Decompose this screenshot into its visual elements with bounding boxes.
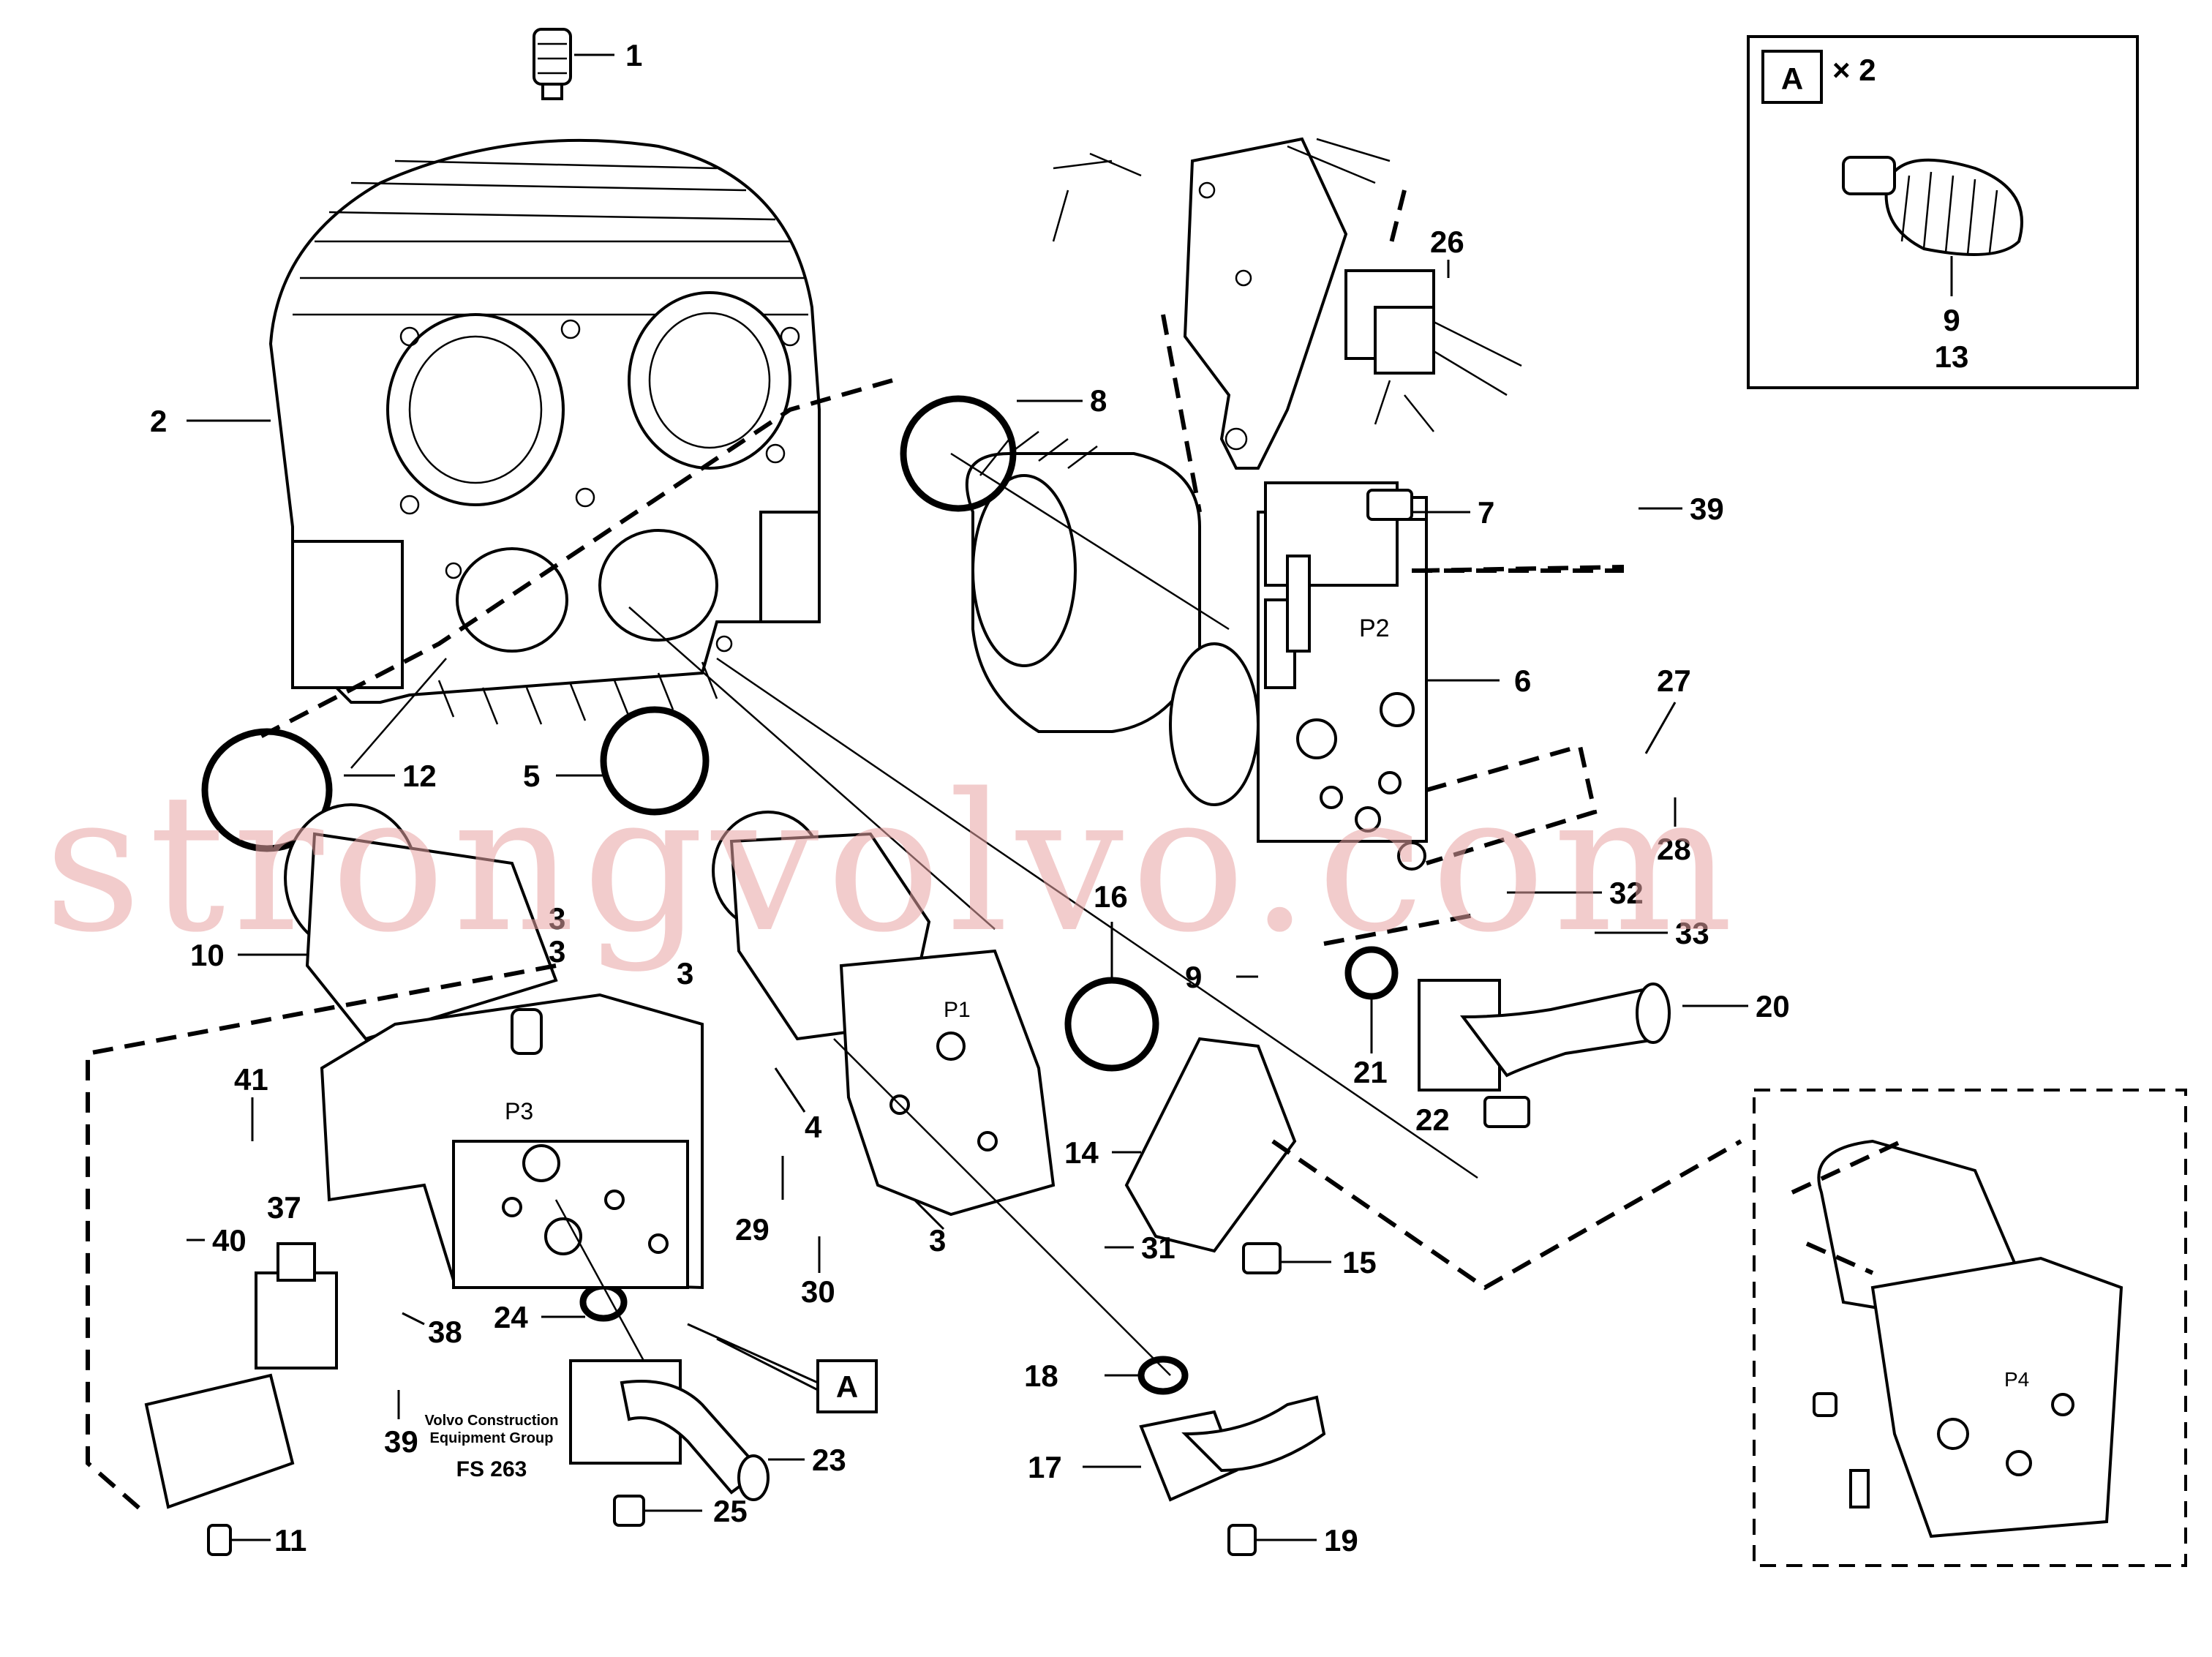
callout-3b: 3 bbox=[549, 934, 565, 969]
callout-39-top: 39 bbox=[1690, 492, 1724, 526]
detail-inset-label-13: 13 bbox=[1935, 339, 1969, 374]
pump-p1: P1 bbox=[712, 811, 1056, 1217]
ref-box-a bbox=[816, 1359, 878, 1413]
o-ring-18 bbox=[1137, 1356, 1189, 1395]
mounting-bracket bbox=[1052, 137, 1522, 470]
o-ring-21 bbox=[1344, 946, 1399, 1000]
callout-5: 5 bbox=[523, 759, 540, 793]
detail-inset-label-9: 9 bbox=[1943, 303, 1960, 337]
pump-p2: P2 bbox=[965, 431, 1428, 871]
pump-p3: P3 bbox=[284, 803, 704, 1290]
gear-housing bbox=[268, 138, 821, 725]
leader-ref-a bbox=[687, 1323, 819, 1391]
callout-4: 4 bbox=[805, 1110, 822, 1144]
cover-plate-14 bbox=[1124, 1037, 1297, 1253]
callout-38: 38 bbox=[428, 1315, 462, 1349]
callout-9: 9 bbox=[1185, 960, 1202, 994]
detail-inset-p4 bbox=[1753, 1089, 2187, 1567]
footer-line1: Volvo Construction bbox=[425, 1413, 559, 1429]
callout-19: 19 bbox=[1324, 1523, 1358, 1558]
dashed-guide-39 bbox=[1418, 565, 1625, 573]
dashed-guide-top bbox=[255, 378, 893, 741]
callout-37: 37 bbox=[267, 1190, 301, 1225]
dashed-guide-right bbox=[1271, 912, 1742, 1290]
callout-24: 24 bbox=[494, 1300, 528, 1334]
flange-elbow-23 bbox=[569, 1359, 770, 1501]
callout-30: 30 bbox=[801, 1274, 835, 1309]
callout-11: 11 bbox=[274, 1523, 306, 1558]
callout-12: 12 bbox=[402, 759, 437, 793]
callout-14: 14 bbox=[1064, 1135, 1099, 1170]
detail-inset-letter: A bbox=[1781, 61, 1803, 96]
pump-label-p2: P2 bbox=[1359, 615, 1390, 642]
pump-label-p4: P4 bbox=[2004, 1368, 2029, 1391]
dashed-guide-bracket bbox=[1161, 189, 1407, 513]
callout-10: 10 bbox=[190, 938, 225, 972]
callout-31: 31 bbox=[1141, 1230, 1175, 1265]
valve-block-37 bbox=[144, 1242, 338, 1509]
callout-32: 32 bbox=[1609, 876, 1644, 910]
pump-label-p1: P1 bbox=[944, 998, 971, 1022]
callout-25: 25 bbox=[713, 1494, 748, 1528]
callout-22: 22 bbox=[1415, 1102, 1450, 1137]
o-ring-16 bbox=[1064, 977, 1159, 1072]
detail-inset-ref-box bbox=[1761, 50, 1823, 104]
callout-41: 41 bbox=[234, 1062, 268, 1097]
footer-code: FS 263 bbox=[456, 1457, 527, 1481]
callout-28: 28 bbox=[1657, 832, 1691, 866]
breather-plug bbox=[533, 28, 572, 100]
callout-33: 33 bbox=[1675, 916, 1709, 950]
callout-23: 23 bbox=[812, 1443, 846, 1477]
flange-elbow-17 bbox=[1139, 1395, 1326, 1502]
o-ring-8 bbox=[900, 395, 1017, 512]
pump-p4: P4 bbox=[1817, 1139, 2123, 1538]
callout-1: 1 bbox=[625, 38, 642, 72]
bolts bbox=[207, 489, 1837, 1556]
footer-line2: Equipment Group bbox=[430, 1430, 554, 1446]
detail-inset-a bbox=[1747, 35, 2139, 389]
callout-26: 26 bbox=[1430, 225, 1464, 259]
callout-6: 6 bbox=[1514, 664, 1531, 698]
watermark: strongvolvo.com bbox=[44, 754, 1740, 974]
callout-3a: 3 bbox=[549, 901, 565, 936]
dashed-guide-inset bbox=[1791, 1139, 1903, 1275]
callout-27: 27 bbox=[1657, 664, 1691, 698]
callout-3c: 3 bbox=[677, 956, 693, 991]
assembly-axis-lines bbox=[350, 452, 1478, 1376]
dashed-guide-left bbox=[86, 963, 557, 1517]
callout-2: 2 bbox=[150, 404, 167, 438]
callout-15: 15 bbox=[1342, 1245, 1377, 1280]
callout-39-bottom: 39 bbox=[384, 1424, 418, 1459]
callout-8: 8 bbox=[1090, 383, 1107, 418]
callout-18: 18 bbox=[1024, 1359, 1058, 1393]
detail-inset-multiplier: × 2 bbox=[1832, 53, 1876, 87]
pump-label-p3: P3 bbox=[505, 1098, 533, 1124]
callout-21: 21 bbox=[1353, 1055, 1388, 1089]
ref-box-a-letter: A bbox=[836, 1369, 858, 1404]
callout-3: 3 bbox=[929, 1223, 946, 1258]
callout-16: 16 bbox=[1094, 879, 1128, 914]
callout-7: 7 bbox=[1478, 495, 1494, 530]
callout-17: 17 bbox=[1028, 1450, 1062, 1484]
o-ring-5 bbox=[600, 706, 710, 816]
callout-20: 20 bbox=[1756, 989, 1790, 1023]
breather-detail bbox=[1842, 156, 2023, 256]
dashed-guide-28 bbox=[1426, 743, 1598, 865]
callout-40: 40 bbox=[212, 1223, 247, 1258]
callout-29: 29 bbox=[735, 1212, 770, 1247]
flange-elbow-20 bbox=[1418, 979, 1671, 1091]
callouts: 1 2 8 26 7 39 6 27 28 12 5 3 3 3 10 4 16… bbox=[150, 38, 1790, 1558]
